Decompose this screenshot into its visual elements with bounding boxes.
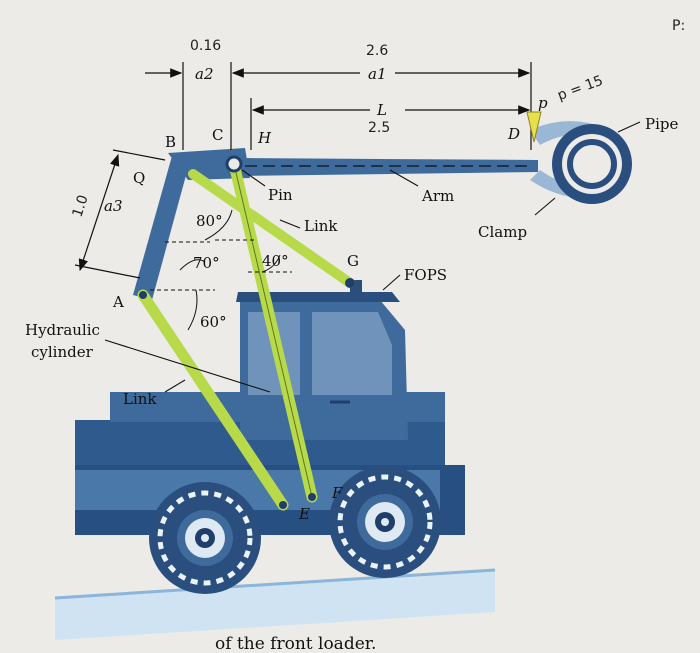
hydraulic-cylinder bbox=[228, 158, 318, 503]
angle-80: 80° bbox=[196, 212, 223, 230]
leader-lines bbox=[104, 121, 641, 393]
front-wheel bbox=[329, 466, 441, 578]
note-p-value: p = 15 bbox=[555, 73, 605, 104]
ground bbox=[55, 570, 495, 640]
note-a2-value: 0.16 bbox=[190, 38, 221, 54]
note-a1-value: 2.6 bbox=[366, 43, 388, 59]
label-a3: a3 bbox=[104, 197, 123, 215]
load-arrow bbox=[526, 111, 542, 143]
label-L: L bbox=[376, 101, 387, 119]
label-link-upper: Link bbox=[304, 217, 338, 235]
label-E: E bbox=[298, 505, 310, 523]
pin-e bbox=[279, 501, 287, 509]
label-B: B bbox=[165, 133, 176, 151]
label-hydraulic: Hydraulic bbox=[25, 321, 100, 339]
label-clamp: Clamp bbox=[478, 223, 527, 241]
pipe bbox=[552, 124, 632, 204]
label-cylinder: cylinder bbox=[31, 343, 94, 361]
label-D: D bbox=[507, 125, 520, 143]
note-a3-value: 1.0 bbox=[70, 193, 92, 219]
label-Q: Q bbox=[133, 169, 145, 187]
angle-marks bbox=[150, 209, 292, 331]
label-F: F bbox=[331, 484, 343, 502]
label-arm: Arm bbox=[421, 187, 454, 205]
label-C: C bbox=[212, 126, 223, 144]
pin-a bbox=[139, 291, 147, 299]
label-a2: a2 bbox=[195, 65, 214, 83]
label-A: A bbox=[112, 293, 124, 311]
pin-f bbox=[308, 493, 316, 501]
angle-40: 40° bbox=[262, 252, 289, 270]
label-H: H bbox=[257, 129, 272, 147]
label-a1: a1 bbox=[368, 65, 387, 83]
pin-c bbox=[225, 155, 243, 173]
label-pipe: Pipe bbox=[645, 115, 678, 133]
label-p: p bbox=[538, 94, 548, 112]
caption: of the front loader. bbox=[215, 634, 376, 653]
dimensions bbox=[74, 62, 532, 279]
label-link-lower: Link bbox=[123, 390, 157, 408]
label-G: G bbox=[347, 252, 359, 270]
ground-edge bbox=[54, 568, 496, 600]
angle-60: 60° bbox=[200, 313, 227, 331]
boom bbox=[133, 148, 538, 300]
note-L-value: 2.5 bbox=[368, 120, 390, 136]
angle-70: 70° bbox=[193, 254, 220, 272]
upper-link bbox=[188, 169, 355, 288]
label-pin: Pin bbox=[268, 186, 293, 204]
label-fops: FOPS bbox=[404, 266, 447, 284]
pin-g bbox=[345, 278, 355, 288]
lower-link bbox=[137, 289, 289, 511]
rear-wheel bbox=[149, 482, 261, 594]
note-corner: P: bbox=[672, 18, 685, 34]
